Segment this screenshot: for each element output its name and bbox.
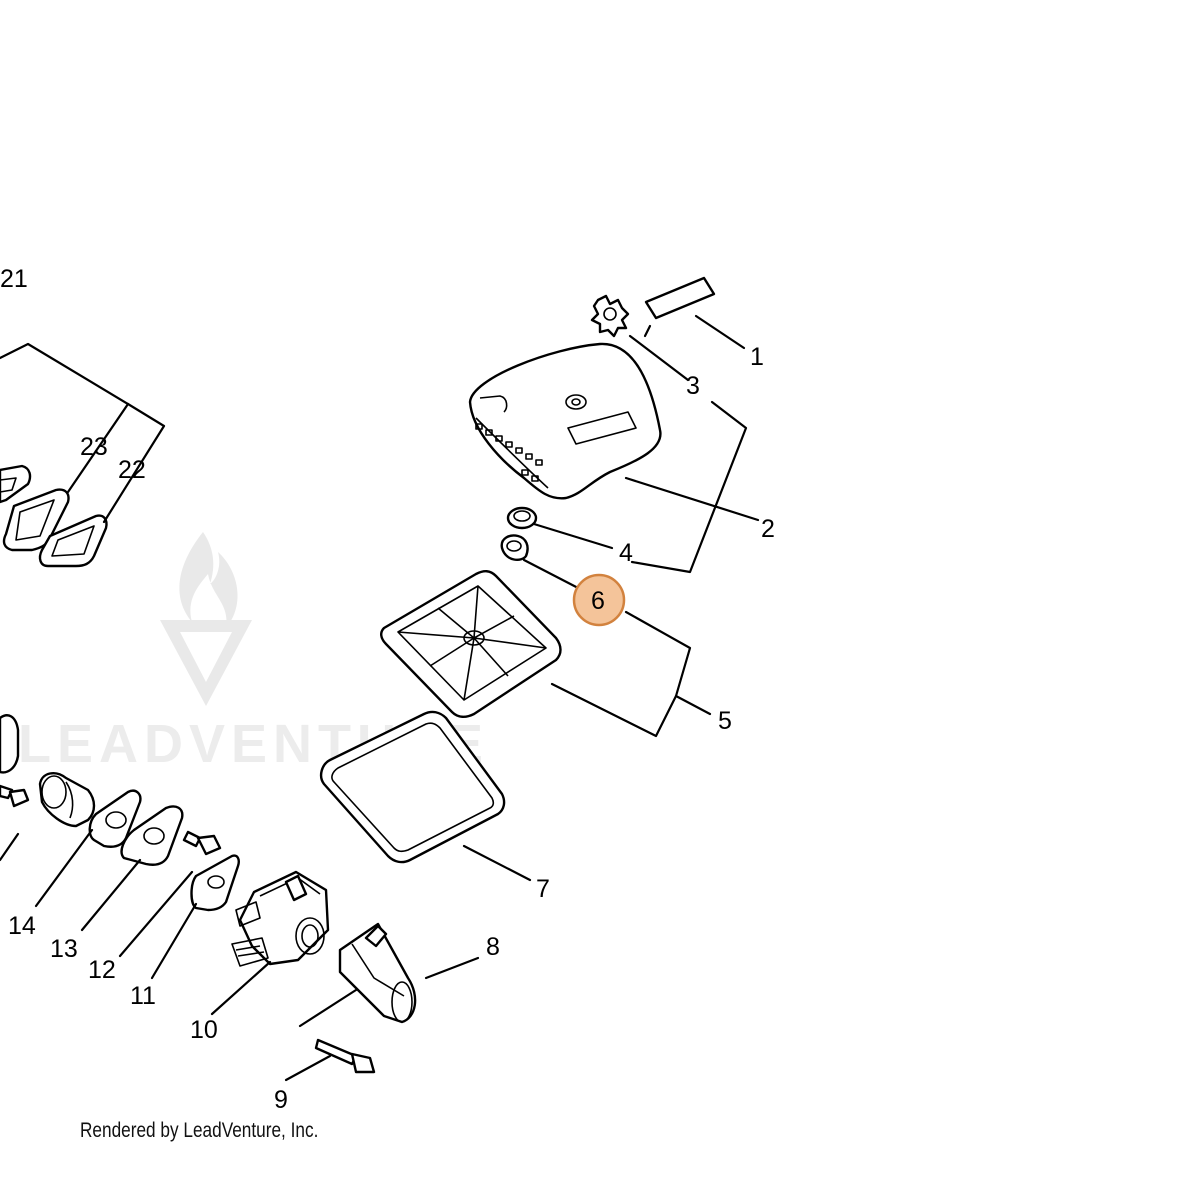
callout-6[interactable]: 6: [591, 587, 605, 615]
part-6-grommet[interactable]: [500, 534, 529, 561]
callout-8[interactable]: 8: [486, 933, 500, 961]
callout-4[interactable]: 4: [619, 539, 633, 567]
part-14-intake-manifold[interactable]: [38, 772, 96, 828]
callout-14[interactable]: 14: [8, 912, 36, 940]
callout-13[interactable]: 13: [50, 935, 78, 963]
callout-9[interactable]: 9: [274, 1086, 288, 1114]
callout-22[interactable]: 22: [118, 456, 146, 484]
part-11-gasket[interactable]: [190, 854, 240, 912]
callout-23[interactable]: 23: [80, 433, 108, 461]
callout-7[interactable]: 7: [536, 875, 550, 903]
callout-2[interactable]: 2: [761, 515, 775, 543]
leader-lines: [0, 314, 760, 1082]
part-9-bolt[interactable]: [314, 1038, 376, 1074]
part-1-label-decal[interactable]: [644, 276, 716, 320]
part-15-edge-housing[interactable]: [0, 714, 20, 774]
callout-11[interactable]: 11: [130, 982, 156, 1010]
part-13-gasket[interactable]: [88, 789, 142, 848]
callout-1[interactable]: 1: [750, 343, 764, 371]
part-5-air-filter[interactable]: [380, 570, 562, 718]
callout-3[interactable]: 3: [686, 372, 700, 400]
part-22-gasket[interactable]: [38, 514, 108, 568]
part-3-knob[interactable]: [590, 294, 630, 338]
flame-logo-icon: [179, 532, 238, 628]
v-logo-icon: [160, 620, 252, 706]
part-21-upper-part[interactable]: [0, 464, 32, 504]
callout-10[interactable]: 10: [190, 1016, 218, 1044]
callout-12[interactable]: 12: [88, 956, 116, 984]
callout-5[interactable]: 5: [718, 707, 732, 735]
part-8-adapter[interactable]: [338, 922, 417, 1024]
callout-6-highlight: [572, 573, 626, 627]
part-23-gasket[interactable]: [2, 488, 70, 552]
callout-21[interactable]: 21: [0, 265, 28, 293]
part-7-gasket[interactable]: [319, 710, 506, 864]
part-2-air-cleaner-cover[interactable]: [468, 342, 662, 500]
render-credit: Rendered by LeadVenture, Inc.: [80, 1119, 319, 1142]
part-12-insulator[interactable]: [120, 805, 184, 866]
part-screw[interactable]: [182, 830, 222, 856]
part-10-carburetor[interactable]: [231, 870, 330, 967]
part-bolt-left[interactable]: [0, 784, 30, 808]
part-4-o-ring[interactable]: [506, 506, 538, 530]
